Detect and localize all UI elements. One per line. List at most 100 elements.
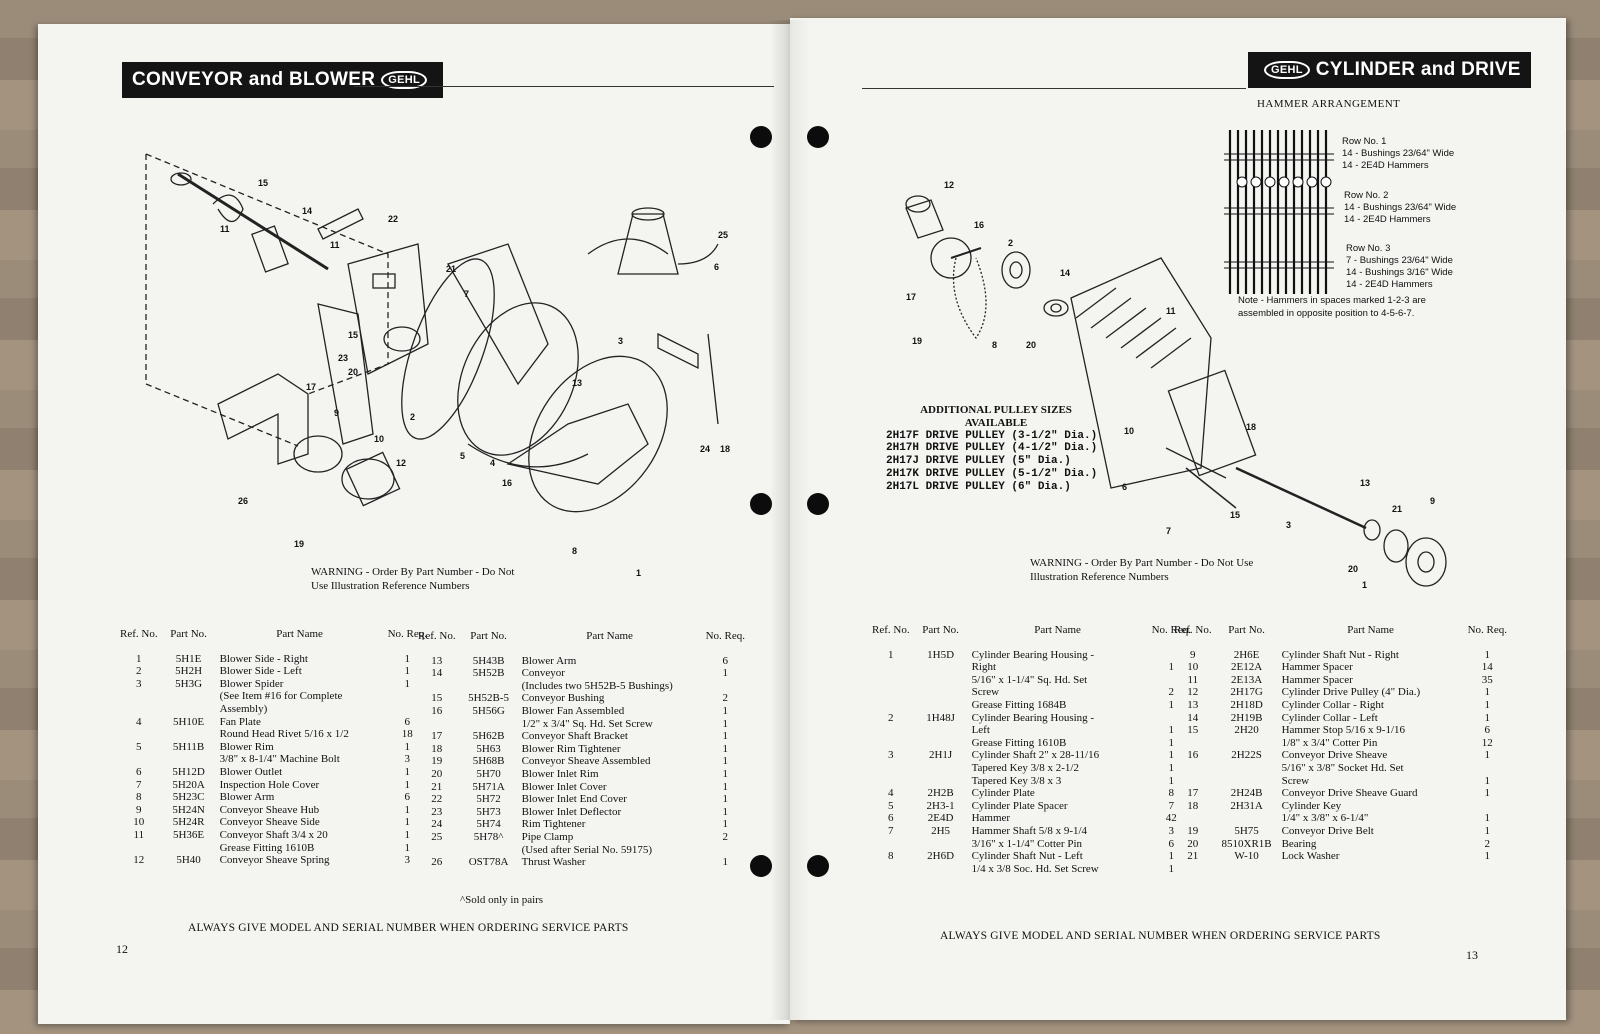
part-no: 1H48J — [926, 711, 955, 724]
ref-no: 9 — [136, 803, 142, 816]
pulley-item: 2H17J DRIVE PULLEY (5" Dia.) — [886, 455, 1071, 468]
part-name: Screw — [1281, 774, 1310, 787]
ref-no: 3 — [136, 677, 142, 690]
qty-req: 35 — [1481, 673, 1493, 686]
col-name: Part Name — [586, 630, 633, 642]
part-no — [460, 844, 518, 857]
part-name: 5/16" x 3/8" Socket Hd. Set — [1281, 761, 1404, 774]
svg-text:11: 11 — [220, 224, 230, 234]
part-no: 5H70 — [476, 767, 501, 780]
part-no: 2H1J — [928, 749, 953, 762]
part-name: Round Head Rivet 5/16 x 1/2 — [219, 728, 349, 741]
part-no — [162, 703, 216, 716]
row-label: Row No. 1 — [1342, 136, 1387, 147]
qty-req: 1 — [404, 740, 411, 753]
part-no — [1216, 775, 1278, 788]
part-no: 5H1E — [175, 652, 202, 665]
svg-text:22: 22 — [388, 214, 398, 224]
ref-no: 13 — [431, 654, 443, 667]
ref-no — [414, 844, 460, 857]
row-label: Row No. 2 — [1344, 190, 1389, 201]
qty-req: 3 — [1168, 824, 1175, 837]
col-ref: Ref. No. — [120, 628, 158, 640]
part-name: Grease Fitting 1684B — [971, 698, 1067, 711]
ref-no: 17 — [431, 730, 443, 743]
qty-req: 2 — [722, 692, 729, 705]
qty-req: 1 — [1484, 711, 1491, 724]
svg-text:2: 2 — [1008, 238, 1013, 248]
part-name: Assembly) — [219, 702, 268, 715]
ref-no: 19 — [431, 755, 443, 768]
part-name: Conveyor Bushing — [521, 692, 605, 705]
qty-req: 1 — [722, 755, 729, 768]
qty-req: 1 — [404, 803, 411, 816]
part-name: 1/8" x 3/4" Cotter Pin — [1281, 736, 1378, 749]
part-no — [914, 863, 968, 876]
ref-no: 11 — [133, 828, 145, 841]
part-no: 8510XR1B — [1221, 837, 1272, 850]
ref-no: 3 — [888, 749, 894, 762]
col-req: No. Req. — [387, 628, 427, 640]
binding-hole — [750, 855, 772, 877]
svg-text:25: 25 — [718, 230, 728, 240]
qty-req: 1 — [404, 816, 411, 829]
part-no: 2H6D — [927, 850, 955, 863]
part-name: 1/2" x 3/4" Sq. Hd. Set Screw — [521, 717, 653, 730]
qty-req: 1 — [1168, 862, 1175, 875]
banner-title: CONVEYOR and BLOWER — [132, 69, 376, 90]
part-name: Hammer Spacer — [1281, 673, 1353, 686]
col-part: Part No. — [170, 628, 207, 640]
qty-req: 1 — [404, 652, 411, 665]
part-name: Rim Tightener — [521, 818, 586, 831]
qty-req: 1 — [722, 856, 729, 869]
pulley-item: 2H17K DRIVE PULLEY (5-1/2" Dia.) — [886, 467, 1098, 480]
ref-no: 12 — [1187, 686, 1199, 699]
ref-no: 25 — [431, 830, 443, 843]
part-no: 5H72 — [476, 793, 501, 806]
part-name: Blower Arm — [219, 791, 275, 804]
part-no: 5H71A — [472, 780, 505, 793]
qty-req — [1464, 800, 1511, 813]
svg-text:15: 15 — [348, 330, 358, 340]
part-name: Blower Side - Right — [219, 652, 308, 665]
parts-row: (Includes two 5H52B-5 Bushings) — [414, 680, 749, 693]
ref-no: 1 — [888, 648, 894, 661]
ref-no: 8 — [136, 791, 142, 804]
part-name: Blower Arm — [521, 654, 577, 667]
part-no: 5H75 — [1234, 824, 1259, 837]
part-no: 2E13A — [1230, 673, 1263, 686]
svg-text:1: 1 — [636, 568, 641, 578]
pulley-heading: ADDITIONAL PULLEY SIZES AVAILABLE — [920, 404, 1072, 429]
page-number: 12 — [116, 942, 128, 956]
qty-req: 1 — [404, 778, 411, 791]
svg-text:19: 19 — [294, 539, 304, 549]
hammer-arrangement-title: HAMMER ARRANGEMENT — [1257, 98, 1401, 110]
svg-text:12: 12 — [396, 458, 406, 468]
part-no — [914, 724, 968, 737]
ref-no: 23 — [431, 805, 443, 818]
svg-text:17: 17 — [906, 292, 916, 302]
part-name: Right — [971, 661, 997, 674]
qty-req: 1 — [404, 677, 411, 690]
parts-row: (Used after Serial No. 59175) — [414, 844, 749, 857]
svg-text:24: 24 — [700, 444, 710, 454]
svg-text:1: 1 — [1362, 580, 1367, 588]
part-name: Bearing — [1281, 837, 1317, 850]
